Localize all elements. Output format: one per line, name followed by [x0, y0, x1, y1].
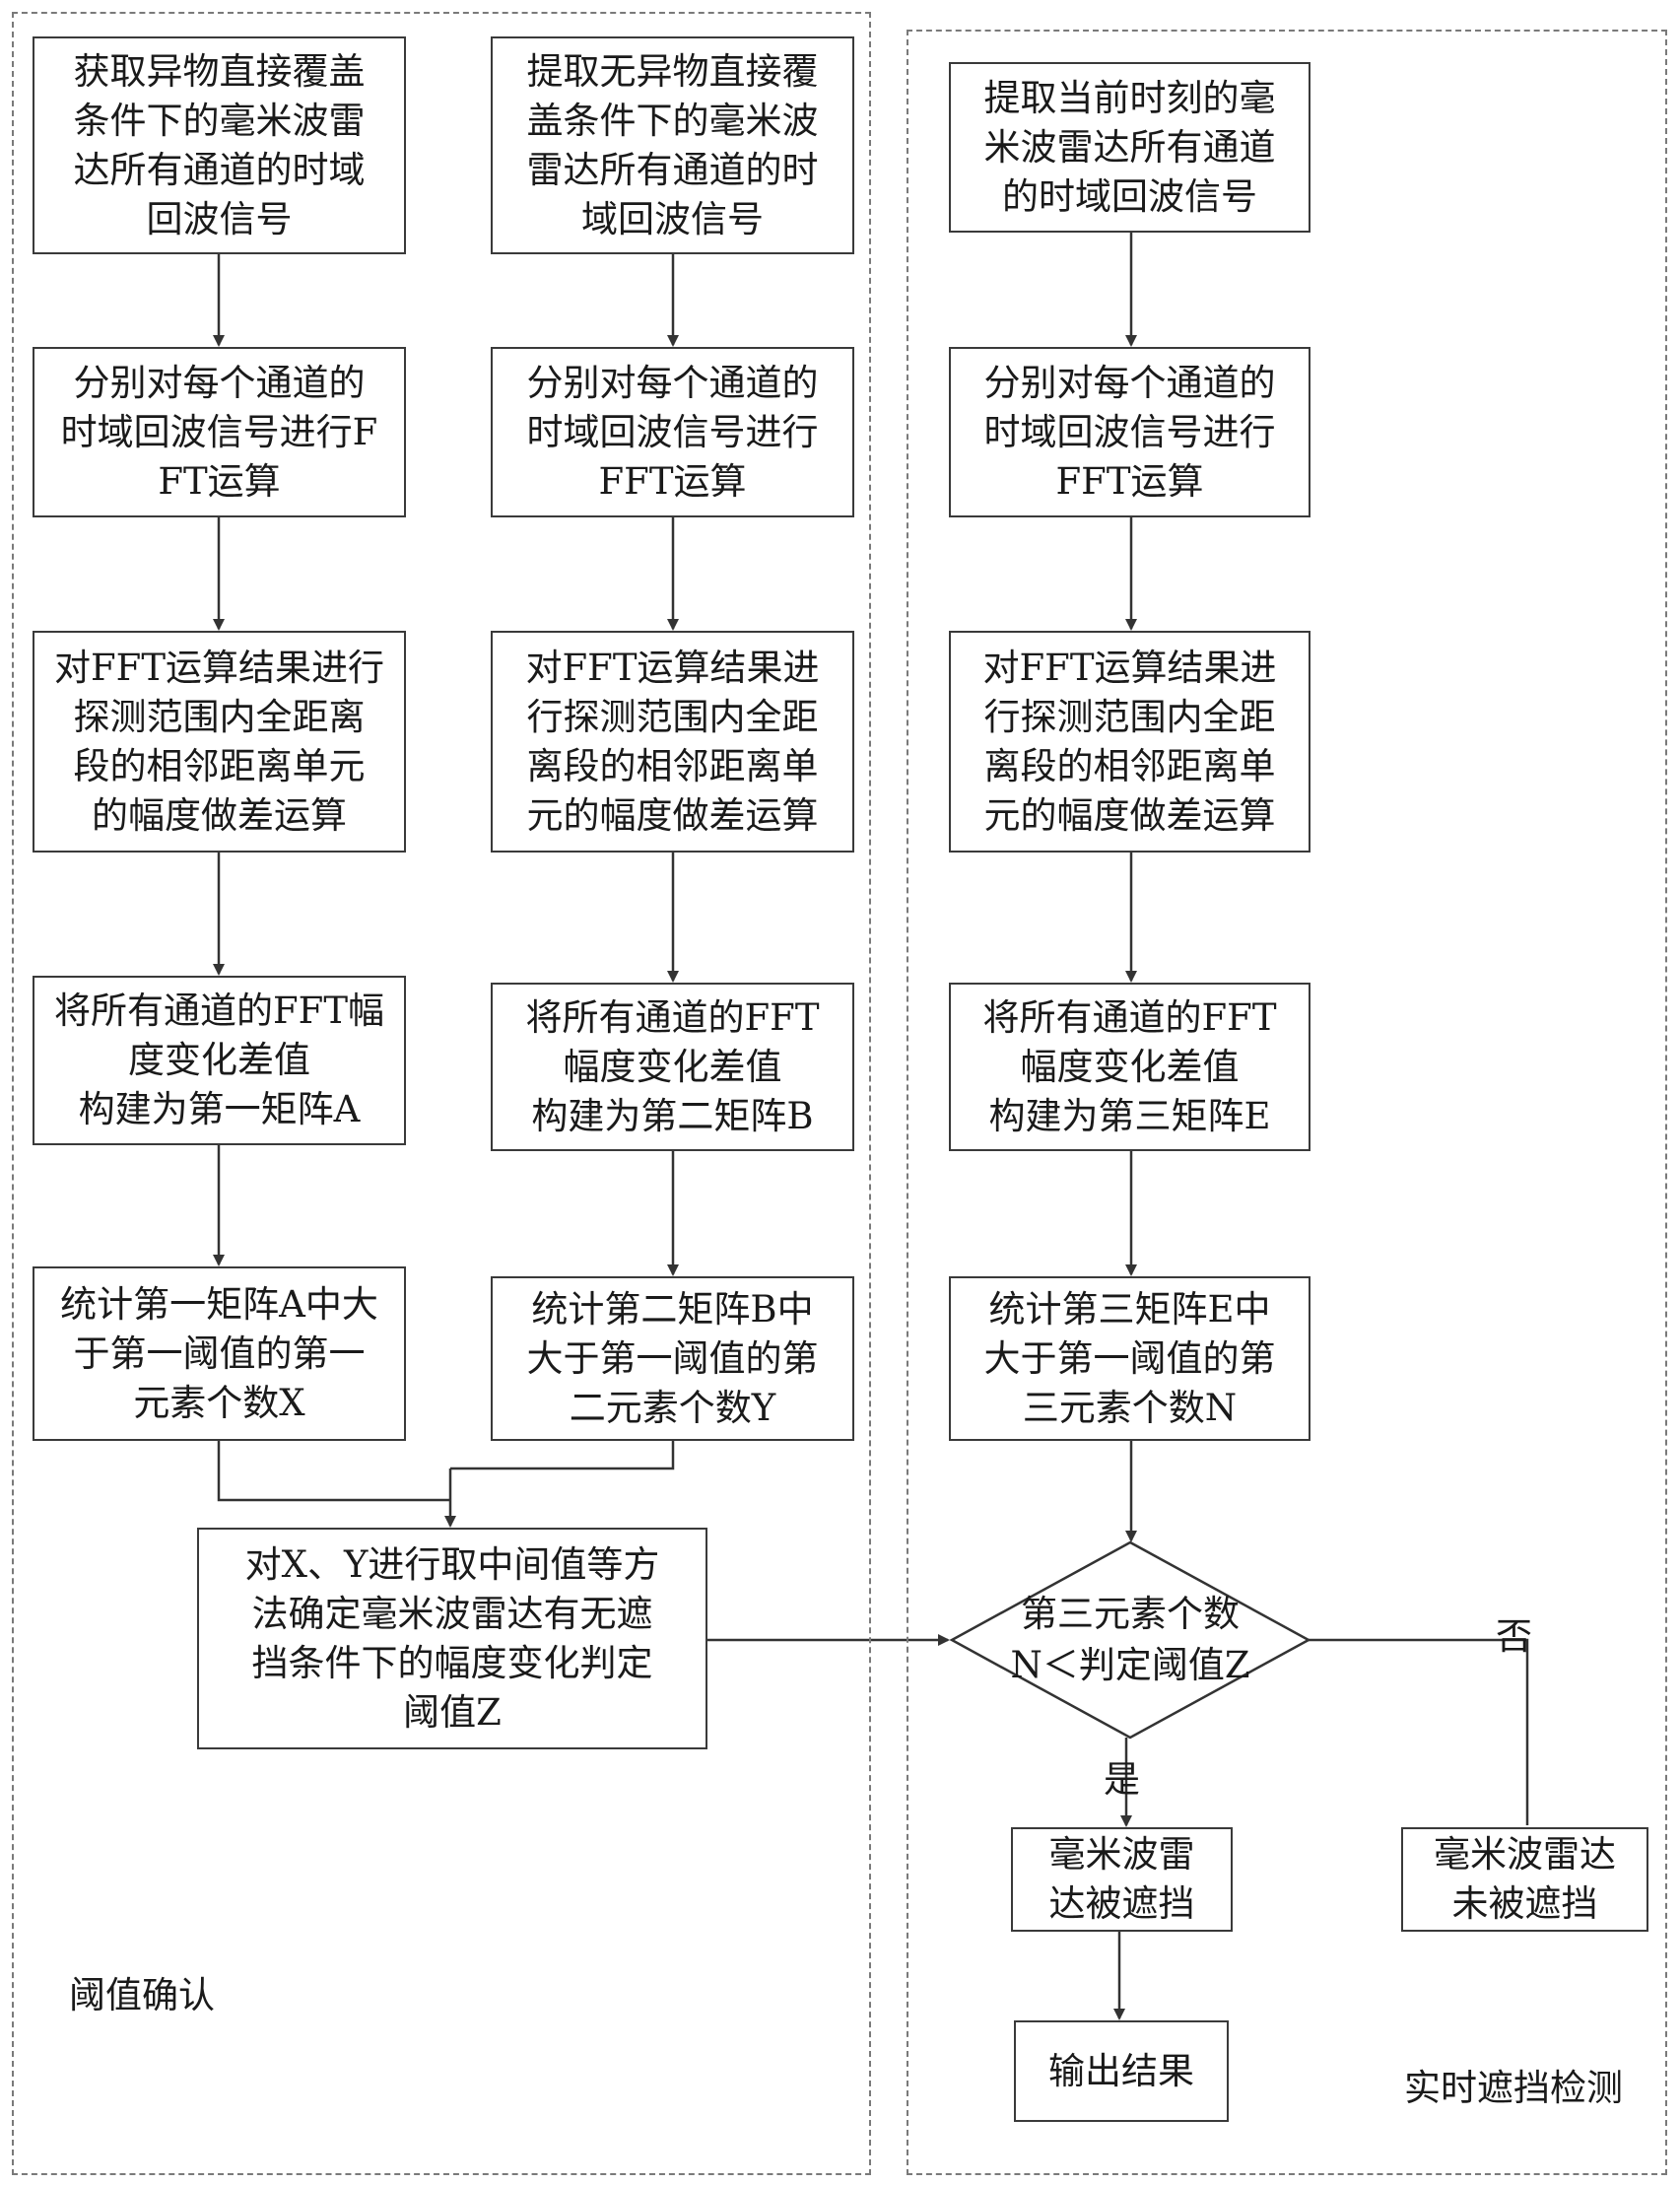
result-not-blocked: 毫米波雷达 未被遮挡: [1401, 1827, 1648, 1932]
step-matrix-a: 将所有通道的FFT幅 度变化差值 构建为第一矩阵A: [33, 976, 406, 1145]
threshold-region: [12, 12, 871, 2175]
threshold-region-label: 阈值确认: [69, 1974, 215, 2016]
step-matrix-b: 将所有通道的FFT 幅度变化差值 构建为第二矩阵B: [491, 983, 854, 1151]
decision-text: 第三元素个数 N＜判定阈值Z: [1010, 1593, 1250, 1686]
step-fft-left: 分别对每个通道的 时域回波信号进行F FT运算: [33, 347, 406, 517]
step-clear-echo: 提取无异物直接覆 盖条件下的毫米波 雷达所有通道的时 域回波信号: [491, 36, 854, 254]
connector-decision-not-blocked: [1309, 1638, 1529, 1825]
result-blocked: 毫米波雷 达被遮挡: [1011, 1827, 1233, 1932]
step-fft-right: 分别对每个通道的 时域回波信号进行 FFT运算: [949, 347, 1310, 517]
realtime-region-label: 实时遮挡检测: [1404, 2067, 1623, 2109]
connector-b5-z: [450, 1441, 675, 1470]
step-matrix-e: 将所有通道的FFT 幅度变化差值 构建为第三矩阵E: [949, 983, 1310, 1151]
realtime-region: [907, 30, 1667, 2175]
branch-yes-label: 是: [1104, 1758, 1140, 1801]
output-result: 输出结果: [1014, 2020, 1229, 2122]
step-count-n: 统计第三矩阵E中 大于第一阈值的第 三元素个数N: [949, 1276, 1310, 1441]
step-current-echo: 提取当前时刻的毫 米波雷达所有通道 的时域回波信号: [949, 62, 1310, 233]
step-fft-middle: 分别对每个通道的 时域回波信号进行 FFT运算: [491, 347, 854, 517]
step-amplitude-diff-right: 对FFT运算结果进 行探测范围内全距 离段的相邻距离单 元的幅度做差运算: [949, 631, 1310, 853]
step-amplitude-diff-middle: 对FFT运算结果进 行探测范围内全距 离段的相邻距离单 元的幅度做差运算: [491, 631, 854, 853]
step-threshold-z: 对X、Y进行取中间值等方 法确定毫米波雷达有无遮 挡条件下的幅度变化判定 阈值Z: [197, 1528, 707, 1749]
decision-diamond: [949, 1540, 1311, 1740]
step-obstructed-echo: 获取异物直接覆盖 条件下的毫米波雷 达所有通道的时域 回波信号: [33, 36, 406, 254]
connector-a5-z: [217, 1441, 450, 1502]
step-amplitude-diff-left: 对FFT运算结果进行 探测范围内全距离 段的相邻距离单元 的幅度做差运算: [33, 631, 406, 853]
branch-no-label: 否: [1496, 1615, 1532, 1658]
step-count-y: 统计第二矩阵B中 大于第一阈值的第 二元素个数Y: [491, 1276, 854, 1441]
step-count-x: 统计第一矩阵A中大 于第一阈值的第一 元素个数X: [33, 1266, 406, 1441]
